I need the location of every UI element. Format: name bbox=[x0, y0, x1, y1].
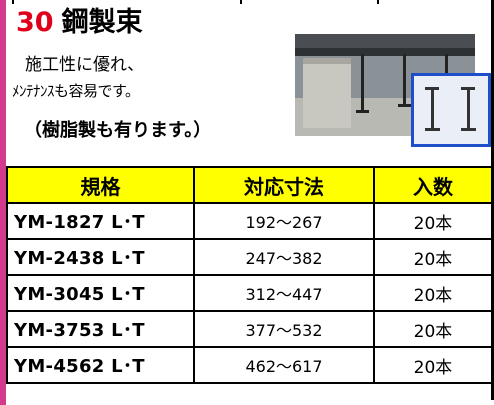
range-cell: 192～267 bbox=[193, 202, 375, 240]
table-row: YM-1827 L･T 192～267 20本 bbox=[6, 202, 493, 240]
range-cell: 247～382 bbox=[193, 238, 375, 276]
table-header-row: 規格 対応寸法 入数 bbox=[6, 166, 493, 204]
range-cell: 312～447 bbox=[193, 274, 375, 312]
table-row: YM-3753 L･T 377～532 20本 bbox=[6, 310, 493, 348]
model-cell: YM-2438 L･T bbox=[6, 238, 195, 276]
product-number: 30 bbox=[16, 7, 54, 38]
qty-cell: 20本 bbox=[373, 310, 493, 348]
description-line-1: 施工性に優れ、 bbox=[25, 55, 145, 75]
range-cell: 377～532 bbox=[193, 310, 375, 348]
qty-cell: 20本 bbox=[373, 238, 493, 276]
product-name: 鋼製束 bbox=[61, 7, 143, 38]
description-line-2: ﾒﾝﾃﾅﾝｽも容易です。 bbox=[12, 82, 140, 100]
model-cell: YM-3753 L･T bbox=[6, 310, 195, 348]
model-cell: YM-4562 L･T bbox=[6, 346, 195, 384]
resin-note: （樹脂製も有ります。） bbox=[24, 120, 212, 141]
header-spec: 規格 bbox=[6, 166, 195, 204]
spec-table: 規格 対応寸法 入数 YM-1827 L･T 192～267 20本 YM-24… bbox=[6, 166, 493, 384]
table-row: YM-4562 L･T 462～617 20本 bbox=[6, 346, 493, 384]
model-cell: YM-1827 L･T bbox=[6, 202, 195, 240]
table-row: YM-3045 L･T 312～447 20本 bbox=[6, 274, 493, 312]
table-row: YM-2438 L･T 247～382 20本 bbox=[6, 238, 493, 276]
resin-product-photo-icon bbox=[411, 73, 491, 147]
range-cell: 462～617 bbox=[193, 346, 375, 384]
qty-cell: 20本 bbox=[373, 202, 493, 240]
qty-cell: 20本 bbox=[373, 346, 493, 384]
model-cell: YM-3045 L･T bbox=[6, 274, 195, 312]
qty-cell: 20本 bbox=[373, 274, 493, 312]
left-frame-bar bbox=[0, 0, 6, 405]
top-border-ticks bbox=[6, 0, 491, 4]
header-qty: 入数 bbox=[373, 166, 493, 204]
header-range: 対応寸法 bbox=[193, 166, 375, 204]
right-frame-bar bbox=[491, 0, 494, 400]
